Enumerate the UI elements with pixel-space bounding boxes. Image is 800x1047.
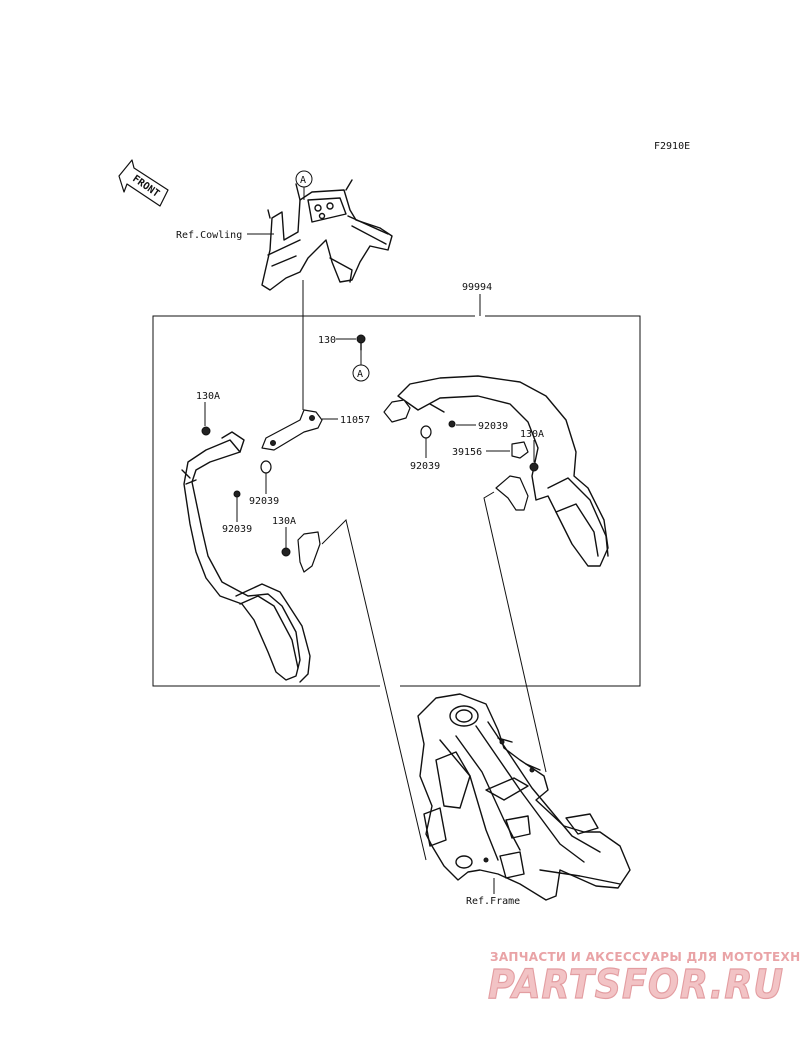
cowling-stay-drawing bbox=[261, 179, 393, 291]
part-label-92039-center: 92039 bbox=[249, 496, 279, 507]
bolt-130a-right-icon bbox=[529, 462, 539, 472]
bolt-130a-left-top-icon bbox=[201, 426, 211, 436]
bolt-92039-right-icon bbox=[448, 420, 456, 428]
collar-92039-left-icon bbox=[260, 460, 272, 474]
right-guard-drawing bbox=[397, 375, 609, 567]
rubber-39156-icon bbox=[511, 441, 529, 459]
svg-text:A: A bbox=[357, 369, 363, 380]
part-label-92039-right-b: 92039 bbox=[410, 461, 440, 472]
part-label-39156: 39156 bbox=[452, 447, 482, 458]
left-mount-plate bbox=[297, 531, 321, 573]
callout-a-bottom: A bbox=[352, 348, 370, 382]
part-label-130a-right: 130A bbox=[520, 429, 544, 440]
part-label-11057: 11057 bbox=[340, 415, 370, 426]
svg-text:A: A bbox=[300, 175, 306, 186]
left-guard-drawing bbox=[181, 431, 311, 683]
part-label-130a-left-low: 130A bbox=[272, 516, 296, 527]
ref-cowling-label: Ref.Cowling bbox=[176, 230, 242, 241]
watermark-logo: PARTSFOR.RU bbox=[488, 962, 784, 1008]
callout-a-top: A bbox=[295, 170, 313, 200]
part-label-92039-right-a: 92039 bbox=[478, 421, 508, 432]
ref-frame-label: Ref.Frame bbox=[466, 896, 520, 907]
part-label-92039-left-b: 92039 bbox=[222, 524, 252, 535]
bolt-130a-left-low-icon bbox=[281, 547, 291, 557]
right-mount-plate bbox=[495, 475, 529, 511]
assembly-number: 99994 bbox=[462, 282, 492, 293]
bolt-130-icon bbox=[356, 334, 366, 351]
frame-drawing bbox=[417, 693, 631, 901]
diagram-code: F2910E bbox=[654, 141, 690, 152]
bracket-11057-drawing bbox=[261, 409, 323, 451]
assembly-box bbox=[152, 294, 641, 687]
bolt-92039-left-icon bbox=[233, 490, 241, 498]
watermark-tagline: ЗАПЧАСТИ И АКСЕССУАРЫ ДЛЯ МОТОТЕХНИКИ bbox=[490, 950, 800, 964]
part-label-130a-left-top: 130A bbox=[196, 391, 220, 402]
collar-92039-right-icon bbox=[420, 425, 432, 439]
front-arrow-icon: FRONT bbox=[118, 159, 169, 207]
part-label-130: 130 bbox=[318, 335, 336, 346]
right-front-bracket bbox=[383, 399, 411, 423]
